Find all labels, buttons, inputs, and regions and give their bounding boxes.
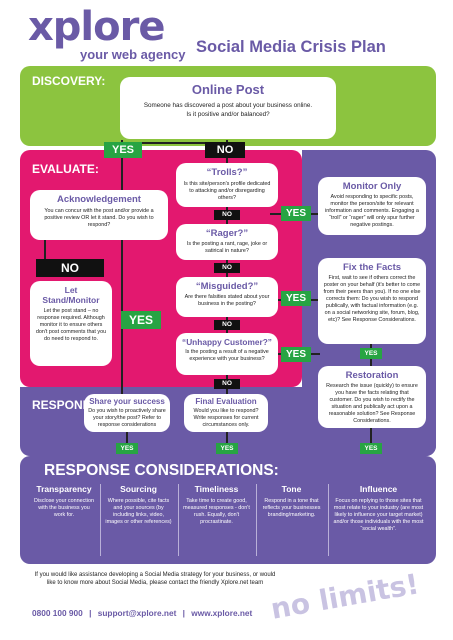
trolls-yes-tag: YES (281, 206, 311, 221)
fix-facts-card: Fix the Facts First, wait to see if othe… (318, 258, 426, 344)
fix-facts-yes-tag: YES (360, 348, 382, 359)
top-connector-line (128, 142, 228, 144)
share-yes-line (126, 428, 128, 453)
response-considerations-panel (20, 456, 436, 564)
slogan-watermark: no limits! (268, 567, 422, 626)
acknowledgement-no-tag: NO (36, 259, 104, 277)
misguided-body: Are there falsities stated about your bu… (184, 294, 270, 307)
consideration-text: Where possible, cite facts and your sour… (105, 498, 172, 525)
final-evaluation-yes-tag: YES (216, 443, 238, 454)
fix-facts-body: First, wait to see if others correct the… (323, 275, 421, 323)
consideration-tone: Tone Respond in a tone that reflects you… (256, 484, 326, 556)
restoration-card: Restoration Research the issue (quickly)… (318, 366, 426, 428)
consideration-timeliness: Timeliness Take time to create good, mea… (178, 484, 254, 556)
ack-no-down-line (44, 237, 46, 267)
unhappy-yes-tag: YES (281, 347, 311, 362)
page-title: Social Media Crisis Plan (196, 38, 386, 56)
restoration-body: Research the issue (quickly) to ensure y… (326, 383, 418, 424)
online-post-card: Online Post Someone has discovered a pos… (120, 77, 336, 139)
monitor-only-title: Monitor Only (342, 181, 402, 192)
consideration-text: Respond in a tone that reflects your bus… (262, 498, 321, 518)
unhappy-customer-body: Is the posting a result of a negative ex… (185, 349, 269, 362)
online-post-line1: Someone has discovered a post about your… (143, 102, 313, 109)
rager-no-tag: NO (214, 263, 240, 273)
response-considerations-title: RESPONSE CONSIDERATIONS: (44, 462, 279, 479)
trolls-no-tag: NO (214, 210, 240, 220)
rager-body: Is the posting a rant, rage, joke or sat… (186, 241, 268, 254)
consideration-head: Transparency (36, 484, 92, 494)
final-evaluation-title: Final Evaluation (195, 397, 257, 406)
consideration-transparency: Transparency Disclose your connection wi… (30, 484, 98, 556)
discovery-yes-tag: YES (104, 142, 142, 158)
misguided-yes-tag: YES (281, 291, 311, 306)
logo-wordmark: xplore (28, 4, 165, 50)
misguided-title: “Misguided?” (195, 281, 259, 292)
restoration-title: Restoration (345, 370, 399, 381)
acknowledgement-card: Acknowledgement You can concur with the … (30, 190, 168, 240)
unhappy-no-tag: NO (214, 379, 240, 389)
trolls-body: Is this site/person's profile dedicated … (183, 181, 271, 201)
consideration-text: Focus on replying to those sites that mo… (333, 498, 424, 532)
final-evaluation-body: Would you like to respond? Write respons… (193, 408, 259, 428)
rager-card: “Rager?” Is the posting a rant, rage, jo… (176, 224, 278, 260)
acknowledgement-body: You can concur with the post and/or prov… (44, 208, 154, 228)
consideration-influence: Influence Focus on replying to those sit… (328, 484, 428, 556)
logo-tagline: your web agency (80, 47, 186, 62)
footer-phone[interactable]: 0800 100 900 (32, 608, 83, 618)
monitor-only-card: Monitor Only Avoid responding to specifi… (318, 177, 426, 235)
consideration-head: Timeliness (194, 484, 239, 494)
consideration-sourcing: Sourcing Where possible, cite facts and … (100, 484, 176, 556)
share-success-card: Share your success Do you wish to proact… (84, 394, 170, 432)
footer-contact: 0800 100 900 | support@xplore.net | www.… (32, 608, 252, 618)
monitor-only-body: Avoid responding to specific posts, moni… (325, 194, 419, 228)
consideration-text: Disclose your connection with the busine… (34, 498, 94, 518)
response-considerations-row: Transparency Disclose your connection wi… (30, 484, 428, 556)
restoration-yes-tag: YES (360, 443, 382, 454)
consideration-text: Take time to create good, measured respo… (183, 498, 250, 525)
trolls-card: “Trolls?” Is this site/person's profile … (176, 163, 278, 207)
footer-email-link[interactable]: support@xplore.net (97, 608, 177, 618)
share-success-body: Do you wish to proactively share your st… (88, 408, 166, 428)
discovery-no-tag: NO (205, 142, 245, 158)
share-success-yes-tag: YES (116, 443, 138, 454)
misguided-card: “Misguided?” Are there falsities stated … (176, 277, 278, 317)
let-stand-title: Let Stand/Monitor (42, 285, 100, 305)
let-stand-card: Let Stand/Monitor Let the post stand – n… (30, 281, 112, 366)
trolls-title: “Trolls?” (206, 167, 248, 178)
online-post-line2: Is it positive and/or balanced? (186, 111, 270, 118)
respond-label: RESPOND: (32, 398, 96, 412)
misguided-no-tag: NO (214, 320, 240, 330)
fix-facts-title: Fix the Facts (342, 262, 402, 273)
yes-branch-line (121, 140, 123, 195)
unhappy-customer-card: “Unhappy Customer?” Is the posting a res… (176, 333, 278, 375)
footer-separator: | (89, 608, 92, 618)
discovery-label: DISCOVERY: (32, 74, 106, 88)
share-success-title: Share your success (89, 397, 165, 406)
let-stand-body: Let the post stand – no response require… (35, 308, 107, 342)
footer-separator: | (182, 608, 185, 618)
final-evaluation-card: Final Evaluation Would you like to respo… (184, 394, 268, 432)
evaluate-label: EVALUATE: (32, 162, 99, 176)
consideration-head: Influence (359, 484, 398, 494)
final-yes-line (226, 428, 228, 453)
acknowledgement-title: Acknowledgement (57, 194, 141, 205)
rager-title: “Rager?” (205, 228, 249, 239)
restoration-yes-line (370, 425, 372, 453)
acknowledgement-yes-tag: YES (121, 311, 161, 329)
online-post-title: Online Post (191, 82, 265, 97)
footer-web-link[interactable]: www.xplore.net (191, 608, 253, 618)
unhappy-customer-title: “Unhappy Customer?” (182, 337, 272, 347)
consideration-head: Sourcing (120, 484, 157, 494)
footer-text: If you would like assistance developing … (34, 572, 276, 586)
consideration-head: Tone (281, 484, 302, 494)
